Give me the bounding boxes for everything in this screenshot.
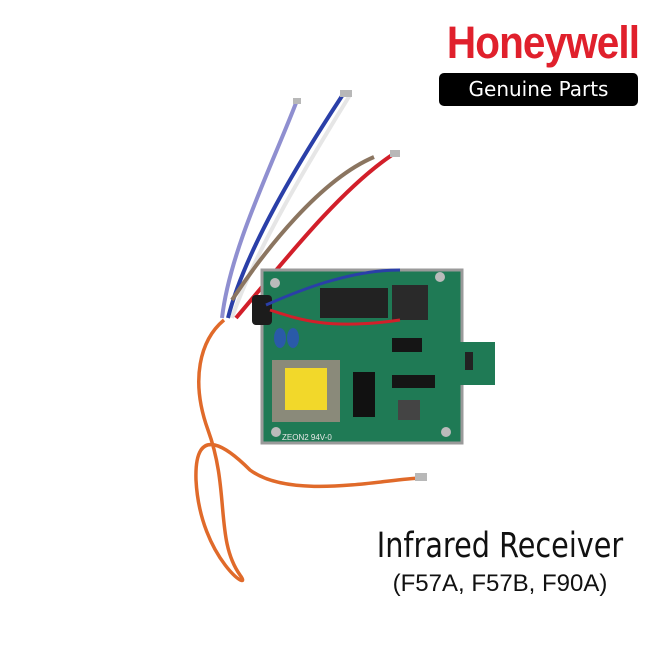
board-marking: ZEON2 94V-0 bbox=[282, 433, 332, 442]
genuine-parts-badge: Genuine Parts bbox=[439, 73, 638, 106]
honeywell-logo: Honeywell bbox=[446, 17, 640, 68]
product-models: (F57A, F57B, F90A) bbox=[392, 570, 608, 597]
product-title: Infrared Receiver bbox=[376, 526, 624, 566]
